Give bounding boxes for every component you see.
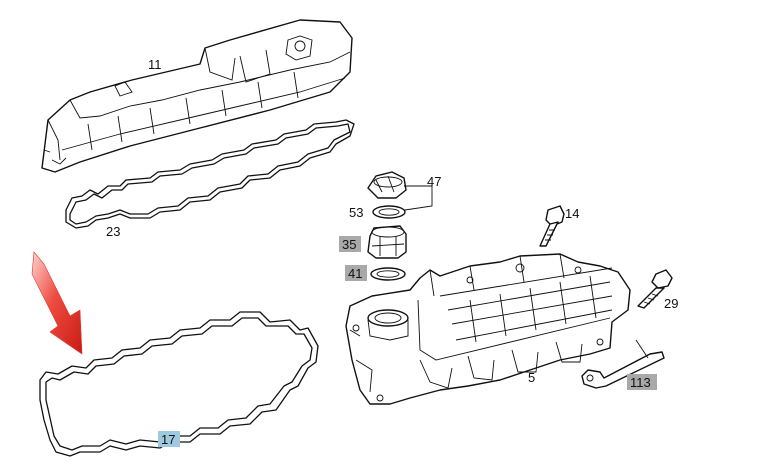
part-17-gasket [39, 311, 319, 457]
label-29: 29 [664, 296, 678, 311]
leader-47-53 [404, 185, 433, 211]
highlight-41 [345, 265, 367, 281]
part-5-head-cover [345, 253, 631, 405]
label-14: 14 [565, 206, 579, 221]
part-53-seal-ring [372, 205, 406, 219]
part-47-oil-cap [367, 171, 407, 199]
label-47: 47 [427, 174, 441, 189]
red-arrow-icon [31, 251, 83, 355]
part-113-bracket [581, 339, 665, 389]
part-14-bolt [539, 205, 565, 247]
label-41: 41 [348, 266, 362, 281]
label-17: 17 [161, 432, 175, 447]
part-41-ring [370, 267, 406, 281]
label-113: 113 [630, 375, 651, 390]
highlight-113 [627, 374, 657, 390]
label-11: 11 [148, 57, 162, 72]
label-23: 23 [106, 224, 120, 239]
part-11-cover [41, 19, 353, 173]
part-23-gasket [65, 119, 355, 229]
highlight-17 [158, 431, 180, 447]
part-29-bolt [637, 269, 673, 309]
part-35-filler-neck [367, 225, 407, 259]
label-5: 5 [528, 370, 535, 385]
label-53: 53 [349, 205, 363, 220]
label-35: 35 [342, 237, 356, 252]
highlight-35 [339, 236, 361, 252]
